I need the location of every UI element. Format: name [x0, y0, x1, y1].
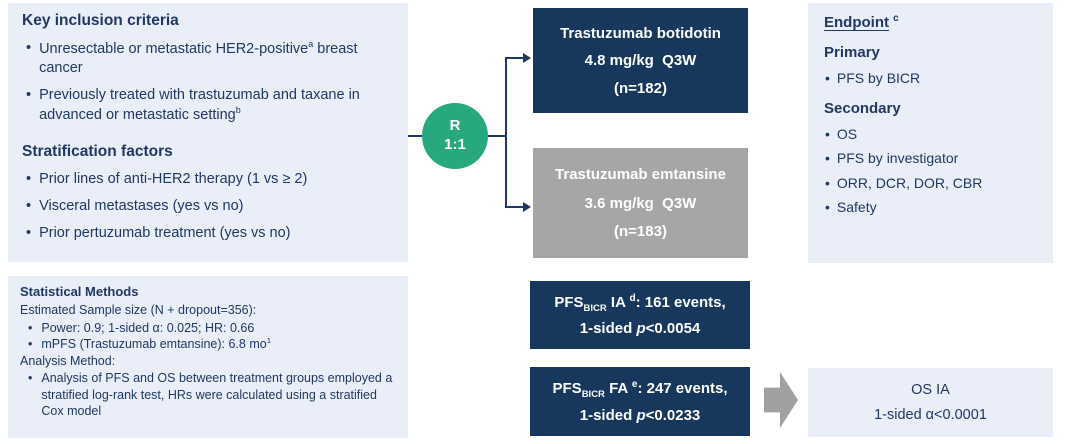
- statistical-methods-panel: Statistical Methods Estimated Sample siz…: [8, 276, 408, 438]
- connector-left-line: [408, 135, 423, 137]
- secondary-endpoint-item: PFS by investigator: [824, 149, 1037, 167]
- branch-vertical-line: [505, 57, 507, 208]
- os-ia-alpha: 1-sided α<0.0001: [874, 406, 987, 423]
- primary-endpoint-list: PFS by BICR: [824, 69, 1037, 87]
- arm-trastuzumab-emtansine-box: Trastuzumab emtansine 3.6 mg/kg Q3W (n=1…: [533, 148, 748, 258]
- randomization-ratio: 1:1: [444, 136, 466, 153]
- arm2-dose: 3.6 mg/kg Q3W: [584, 194, 697, 212]
- arm1-n: (n=182): [614, 79, 667, 97]
- stratification-bullet-list: Prior lines of anti-HER2 therapy (1 vs ≥…: [22, 170, 394, 243]
- secondary-endpoint-item: ORR, DCR, DOR, CBR: [824, 174, 1037, 192]
- primary-endpoint-item: PFS by BICR: [824, 69, 1037, 87]
- endpoints-title: Endpoint c: [824, 13, 899, 31]
- stats-title: Statistical Methods: [20, 284, 139, 299]
- stats-sample-size-line: Estimated Sample size (N + dropout=356):: [20, 303, 257, 318]
- stats-analysis-method-line: Analysis Method:: [20, 353, 116, 368]
- branch-bottom-line: [505, 206, 524, 208]
- arm1-dose: 4.8 mg/kg Q3W: [584, 52, 697, 69]
- os-ia-panel: OS IA 1-sided α<0.0001: [808, 368, 1053, 437]
- inclusion-criteria-panel: Key inclusion criteria Unresectable or m…: [8, 3, 408, 262]
- block-arrow-right-icon: [764, 372, 798, 428]
- pfs-fa-line1: PFSBICR FA e: 247 events,: [552, 379, 728, 400]
- stratification-bullet: Prior pertuzumab treatment (yes vs no): [22, 224, 394, 243]
- inclusion-bullet: Previously treated with trastuzumab and …: [22, 86, 394, 125]
- arm2-n: (n=183): [614, 223, 667, 241]
- os-ia-title: OS IA: [911, 382, 950, 399]
- secondary-endpoint-item: OS: [824, 125, 1037, 143]
- stats-bullet: Power: 0.9; 1-sided α: 0.025; HR: 0.66: [26, 320, 396, 337]
- stats-bullet: mPFS (Trastuzumab emtansine): 6.8 mo1: [26, 336, 396, 353]
- randomization-letter: R: [449, 117, 461, 135]
- stats-bullet: Analysis of PFS and OS between treatment…: [26, 370, 396, 420]
- endpoints-panel: Endpoint c Primary PFS by BICR Secondary…: [808, 3, 1053, 263]
- secondary-endpoint-label: Secondary: [824, 100, 901, 118]
- pfs-bicr-fa-box: PFSBICR FA e: 247 events, 1-sided p<0.02…: [530, 367, 750, 436]
- arrow-right-bottom-icon: [523, 202, 531, 212]
- pfs-bicr-ia-box: PFSBICR IA d: 161 events, 1-sided p<0.00…: [530, 281, 750, 349]
- inclusion-bullet-list: Unresectable or metastatic HER2-positive…: [22, 39, 394, 125]
- stratification-bullet: Visceral metastases (yes vs no): [22, 197, 394, 216]
- secondary-endpoint-item: Safety: [824, 198, 1037, 216]
- arrow-right-top-icon: [523, 53, 531, 63]
- connector-right-line: [487, 135, 507, 137]
- pfs-ia-line2: 1-sided p<0.0054: [579, 320, 701, 338]
- arm2-drug-name: Trastuzumab emtansine: [555, 165, 726, 183]
- pfs-ia-line1: PFSBICR IA d: 161 events,: [554, 292, 726, 314]
- branch-top-line: [505, 57, 524, 59]
- randomization-badge: R 1:1: [422, 103, 488, 169]
- stratification-title: Stratification factors: [22, 143, 173, 161]
- pfs-fa-line2: 1-sided p<0.0233: [579, 407, 701, 424]
- stratification-bullet: Prior lines of anti-HER2 therapy (1 vs ≥…: [22, 170, 394, 189]
- arm1-drug-name: Trastuzumab botidotin: [560, 24, 721, 42]
- inclusion-bullet: Unresectable or metastatic HER2-positive…: [22, 39, 394, 78]
- inclusion-title: Key inclusion criteria: [22, 12, 179, 29]
- primary-endpoint-label: Primary: [824, 44, 880, 61]
- secondary-endpoint-list: OS PFS by investigator ORR, DCR, DOR, CB…: [824, 125, 1037, 216]
- arm-trastuzumab-botidotin-box: Trastuzumab botidotin 4.8 mg/kg Q3W (n=1…: [533, 8, 748, 113]
